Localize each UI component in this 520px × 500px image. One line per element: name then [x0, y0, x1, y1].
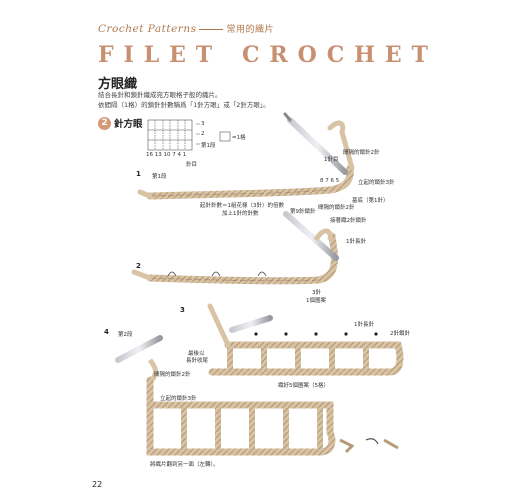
crochet-hook-icon [283, 211, 339, 261]
page-number: 22 [92, 480, 103, 489]
annotation: 1個圖案 [306, 298, 326, 304]
stitch-chart [147, 119, 231, 151]
banner-letter: O [297, 42, 317, 68]
filet-row-step4 [146, 358, 336, 456]
annotation: 1針目 [324, 157, 339, 163]
step-number: 4 [104, 328, 109, 336]
step-number: 1 [136, 170, 141, 178]
stitch-count-label: 16 13 10 7 4 1 [146, 152, 187, 158]
section-title: 方眼織 [98, 77, 138, 92]
annotation: 2針鎖針 [390, 331, 410, 337]
banner-letter: I [123, 42, 134, 68]
banner-letter: T [195, 42, 213, 68]
crochet-hook-icon [229, 315, 273, 333]
row-label: 第1段 [201, 143, 216, 149]
legend-label: =1格 [232, 135, 246, 141]
section-description: 結合長針和鎖針織成宛方眼格子般的織片。 依間隔（1格）的鎖針針數稱爲「1針方眼」… [98, 91, 270, 109]
chain-step2 [131, 232, 338, 285]
annotation: 1針長針 [346, 239, 366, 245]
annotation: 織好5個圖案（5格） [278, 383, 329, 389]
annotation: 基底（第1針） [352, 198, 389, 204]
crochet-hook-icon [115, 335, 163, 363]
banner-letter: L [143, 42, 160, 68]
annotation: 將織片翻到另一面（左轉）。 [150, 462, 219, 468]
badge-number: 2 [98, 116, 111, 130]
banner-letter: C [326, 42, 345, 68]
banner-letter: H [354, 42, 375, 68]
annotation: 間隔的鎖針2針 [343, 150, 380, 156]
annotation: 起針針數＝1組花樣（3針）的倍數 [200, 203, 284, 209]
turn-icon [339, 438, 399, 454]
annotation: 間隔的鎖針2針 [154, 372, 191, 378]
row-label: 3 [201, 121, 205, 127]
annotation: 最後以 [188, 351, 205, 357]
page [74, 0, 464, 500]
step-row-label: 第1段 [152, 174, 167, 180]
banner-letter: T [411, 42, 428, 68]
banner-letter: E [169, 42, 186, 68]
banner-letter: E [384, 42, 402, 68]
badge-label: 針方眼 [114, 119, 143, 130]
section-badge: 2 針方眼 [98, 116, 143, 130]
crochet-hook-icon [283, 112, 355, 175]
annotation: 第9針鎖針 [290, 209, 316, 215]
banner-letter: R [269, 42, 288, 68]
annotation: 加上1針的針數 [222, 211, 259, 217]
step-row-label: 第2段 [118, 332, 133, 338]
annotation: 間隔的鎖針2針 [318, 205, 355, 211]
annotation: 8 7 6 5 [320, 178, 340, 184]
stitch-count-unit: 針目 [186, 162, 198, 168]
step-number: 3 [180, 306, 185, 314]
row-label: 2 [201, 131, 205, 137]
annotation: 立起的鎖針3針 [160, 396, 197, 402]
annotation: 長針收尾 [186, 358, 209, 364]
step-number: 2 [136, 262, 141, 270]
filet-row-step3 [207, 303, 404, 376]
filet-crochet-banner: F I L E T C R O C H E T [98, 42, 428, 68]
annotation: 1針長針 [354, 322, 374, 328]
annotation: 接著織2針鎖針 [330, 218, 367, 224]
banner-letter: F [98, 42, 114, 68]
chain-step1 [137, 164, 354, 200]
annotation: 3針 [312, 290, 321, 296]
banner-letter: C [241, 42, 260, 68]
annotation: 立起的鎖針3針 [358, 180, 395, 186]
